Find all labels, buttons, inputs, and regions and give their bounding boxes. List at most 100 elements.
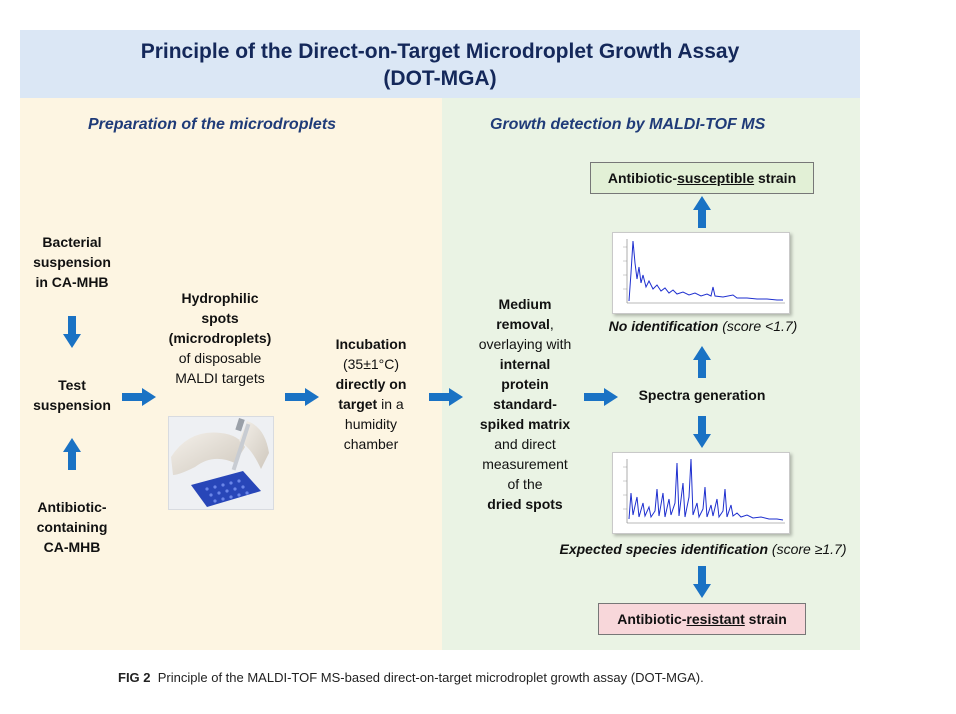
incubation-label: Incubation (35±1°C) directly on target in a…: [316, 334, 426, 454]
incubation-label-text: target: [338, 396, 378, 412]
hydrophilic-spots-label: Hydrophilic spots (microdroplets) of dispos…: [155, 288, 285, 388]
susceptible-strain-box: Antibiotic-susceptible strain: [590, 162, 814, 194]
title-line-2: (DOT-MGA): [383, 67, 497, 90]
medium-removal-label-line: and direct: [455, 434, 595, 454]
incubation-label-line: humidity: [316, 414, 426, 434]
hydrophilic-spots-label-line: Hydrophilic: [155, 288, 285, 308]
resistant-strain-box: Antibiotic-resistant strain: [598, 603, 806, 635]
medium-removal-label-text: of the: [507, 476, 543, 492]
hydrophilic-spots-label-line: of disposable: [155, 348, 285, 368]
antibiotic-medium-label-line: CA-MHB: [20, 537, 124, 557]
medium-removal-label-line: dried spots: [455, 494, 595, 514]
resistant-suffix: strain: [744, 611, 787, 627]
incubation-label-text: humidity: [344, 416, 398, 432]
medium-removal-label-text: dried spots: [487, 496, 563, 512]
antibiotic-medium-label-text: containing: [36, 519, 108, 535]
arrow-down-resistant: [693, 566, 711, 598]
no-identification-score: (score <1.7): [718, 318, 798, 334]
bacterial-suspension-label: Bacterial suspension in CA-MHB: [20, 232, 124, 292]
incubation-label-line: chamber: [316, 434, 426, 454]
title-line-1: Principle of the Direct-on-Target Microd…: [140, 40, 740, 63]
title-banner: [20, 30, 860, 98]
peak-spectrum-plot: [623, 458, 785, 524]
incubation-label-line: Incubation: [316, 334, 426, 354]
gloved-hand-pipetting-image: [169, 417, 273, 509]
medium-removal-label-text: and direct: [494, 436, 556, 452]
arrow-right-3: [429, 388, 463, 406]
medium-removal-label-text: standard-: [493, 396, 557, 412]
hydrophilic-spots-label-line: MALDI targets: [155, 368, 285, 388]
medium-removal-label-line: Medium: [455, 294, 595, 314]
medium-removal-label-line: internal: [455, 354, 595, 374]
figure-label: FIG 2: [118, 670, 151, 685]
flat-spectrum-plot: [623, 239, 785, 304]
incubation-label-text: (35±1°C): [342, 356, 400, 372]
hydrophilic-spots-label-text: spots: [201, 310, 239, 326]
resistant-keyword: resistant: [686, 611, 745, 627]
figure-caption: FIG 2 Principle of the MALDI-TOF MS-base…: [118, 670, 704, 685]
no-identification-label: No identification (score <1.7): [596, 318, 810, 334]
incubation-label-text: Incubation: [335, 336, 407, 352]
test-suspension-label: Test suspension: [20, 375, 124, 415]
spectrum-no-identification: [612, 232, 790, 314]
hydrophilic-spots-label-text: Hydrophilic: [181, 290, 259, 306]
resistant-prefix: Antibiotic-: [617, 611, 687, 627]
hydrophilic-spots-label-text: (microdroplets): [168, 330, 272, 346]
preparation-panel: [20, 98, 442, 650]
preparation-heading: Preparation of the microdroplets: [88, 116, 337, 133]
arrow-up-susceptible: [693, 196, 711, 228]
medium-removal-label-text: internal: [499, 356, 551, 372]
medium-removal-label-line: overlaying with: [455, 334, 595, 354]
bacterial-suspension-label-text: in CA-MHB: [35, 274, 109, 290]
medium-removal-label-line: protein: [455, 374, 595, 394]
arrow-right-1: [122, 388, 156, 406]
arrow-down-bacterial: [63, 316, 81, 348]
incubation-label-line: target in a: [316, 394, 426, 414]
bacterial-suspension-label-line: in CA-MHB: [20, 272, 124, 292]
hydrophilic-spots-label-line: spots: [155, 308, 285, 328]
bacterial-suspension-label-line: suspension: [20, 252, 124, 272]
test-suspension-label-text: suspension: [33, 397, 111, 413]
antibiotic-medium-label-line: Antibiotic-: [20, 497, 124, 517]
hydrophilic-spots-label-line: (microdroplets): [155, 328, 285, 348]
spectrum-expected-identification: [612, 452, 790, 534]
growth-detection-heading: Growth detection by MALDI-TOF MS: [490, 116, 766, 133]
expected-identification-term: Expected species identification: [559, 541, 769, 557]
arrow-right-4: [584, 388, 618, 406]
expected-identification-label: Expected species identification (score ≥…: [546, 541, 860, 557]
bacterial-suspension-label-line: Bacterial: [20, 232, 124, 252]
antibiotic-medium-label-text: CA-MHB: [43, 539, 101, 555]
hydrophilic-spots-label-text: MALDI targets: [175, 370, 265, 386]
susceptible-keyword: susceptible: [677, 170, 755, 186]
medium-removal-label-line: of the: [455, 474, 595, 494]
medium-removal-label-text: measurement: [482, 456, 568, 472]
diagram-title: Principle of the Direct-on-Target Microd…: [20, 38, 860, 92]
arrow-down-spectra: [693, 416, 711, 448]
susceptible-suffix: strain: [754, 170, 797, 186]
maldi-target-photo: [168, 416, 274, 510]
medium-removal-label-line: standard-: [455, 394, 595, 414]
incubation-label-text: directly on: [335, 376, 407, 392]
incubation-label-text: in a: [377, 396, 404, 412]
medium-removal-label-line: measurement: [455, 454, 595, 474]
spectra-generation-label: Spectra generation: [638, 387, 766, 403]
bacterial-suspension-label-text: Bacterial: [42, 234, 102, 250]
medium-removal-label-text: overlaying with: [478, 336, 572, 352]
hydrophilic-spots-label-text: of disposable: [178, 350, 262, 366]
incubation-label-text: chamber: [343, 436, 399, 452]
no-identification-term: No identification: [608, 318, 719, 334]
incubation-label-line: directly on: [316, 374, 426, 394]
medium-removal-label-text: Medium: [498, 296, 552, 312]
susceptible-prefix: Antibiotic-: [607, 170, 678, 186]
medium-removal-label-text: removal: [496, 316, 550, 332]
medium-removal-label-text: spiked matrix: [479, 416, 571, 432]
medium-removal-label-text: ,: [549, 316, 554, 332]
antibiotic-medium-label-line: containing: [20, 517, 124, 537]
arrow-up-spectra: [693, 346, 711, 378]
medium-removal-label-text: protein: [501, 376, 549, 392]
arrow-up-antibiotic: [63, 438, 81, 470]
test-suspension-label-line: Test: [20, 375, 124, 395]
figure-caption-text: Principle of the MALDI-TOF MS-based dire…: [157, 670, 704, 685]
test-suspension-label-text: Test: [58, 377, 86, 393]
